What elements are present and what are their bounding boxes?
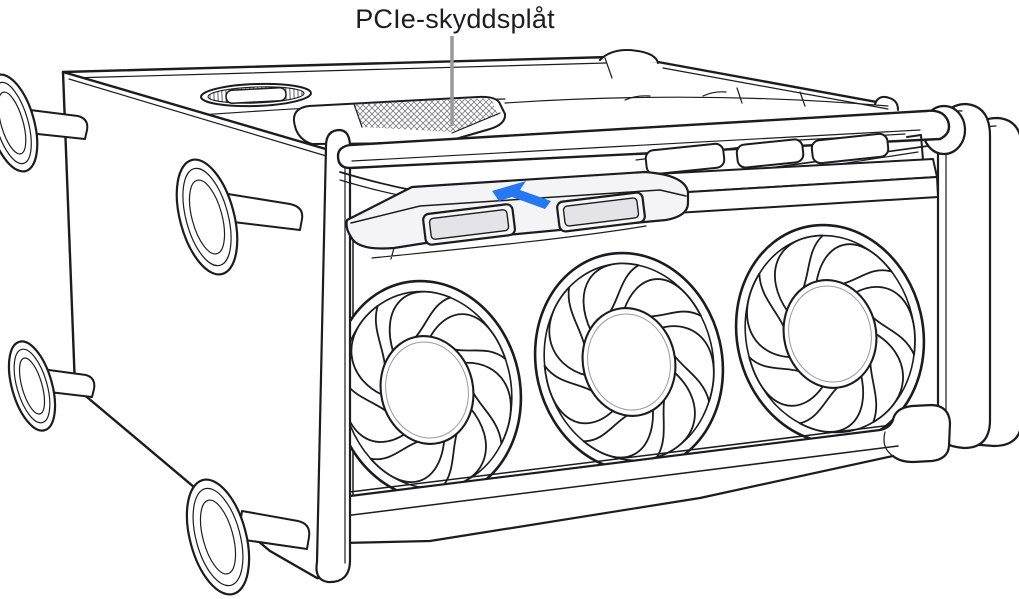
slot-opening xyxy=(644,142,726,176)
top-panel xyxy=(61,49,932,147)
fan-blade xyxy=(808,234,891,293)
cooling-fans xyxy=(300,194,955,529)
fan-blade xyxy=(655,309,733,402)
fan-blade xyxy=(800,366,879,453)
callout: PCIe-skyddsplåt xyxy=(355,4,555,126)
power-vent xyxy=(200,82,312,108)
fan xyxy=(300,254,545,529)
handle xyxy=(936,102,992,450)
fan-blade xyxy=(537,287,594,383)
fan-blade xyxy=(429,309,507,358)
fan xyxy=(708,194,955,468)
fan-blade xyxy=(866,332,906,422)
bay-bottom-edge xyxy=(349,423,901,493)
fan-blade xyxy=(745,357,826,413)
fan-blade xyxy=(345,306,392,399)
foot xyxy=(185,478,311,596)
fan-blade xyxy=(570,242,639,337)
fan-blade xyxy=(456,347,528,443)
bottom-rail xyxy=(340,403,952,545)
slot-opening xyxy=(810,132,890,165)
fan-blade xyxy=(621,277,701,320)
fan xyxy=(503,222,750,495)
fan-blade xyxy=(534,366,618,437)
fan-blade xyxy=(764,219,822,316)
slot-window xyxy=(422,203,517,246)
foot xyxy=(0,73,89,173)
fan-blade xyxy=(731,274,799,371)
fan-blade xyxy=(371,430,455,496)
feet xyxy=(0,73,311,596)
foot xyxy=(175,158,304,276)
cover-hatch xyxy=(354,98,498,132)
io-slot-ledge xyxy=(617,132,939,217)
fan-blade xyxy=(850,270,933,355)
callout-label: PCIe-skyddsplåt xyxy=(355,4,555,34)
slot-window xyxy=(556,191,646,233)
foot xyxy=(7,340,96,432)
top-rail xyxy=(336,104,967,170)
pcie-cover-plate xyxy=(345,170,690,260)
slide-direction-arrow-icon xyxy=(492,181,551,209)
fan-blade xyxy=(584,399,667,475)
rear-handle-corner xyxy=(874,95,899,111)
slot-opening xyxy=(735,138,805,169)
vent-center-tab xyxy=(225,86,287,105)
right-handles xyxy=(936,102,1019,450)
fan-blade xyxy=(374,270,450,360)
front-frame-edge xyxy=(315,128,352,584)
rear-handle-top xyxy=(599,49,659,64)
